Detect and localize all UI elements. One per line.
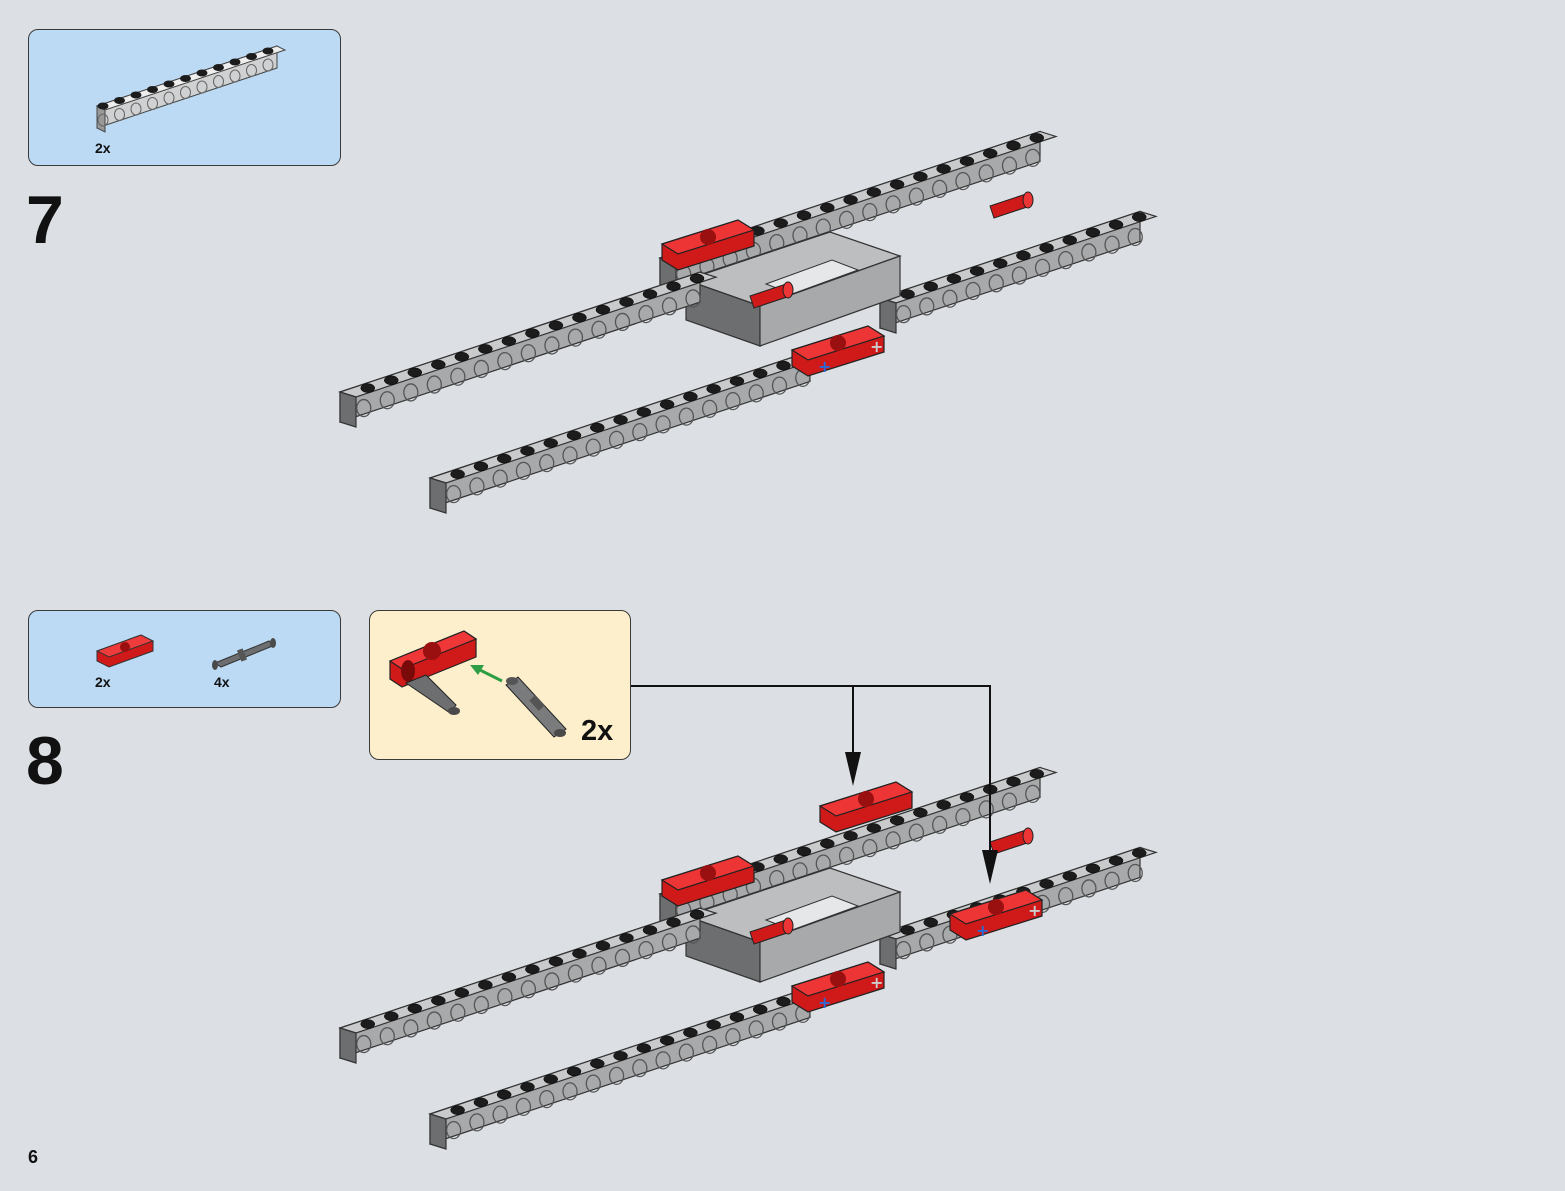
connector-red [660, 219, 756, 271]
red-pin [989, 191, 1034, 219]
connector-red [660, 855, 756, 907]
right-short-beam [878, 210, 1158, 334]
svg-text:+: + [870, 337, 883, 356]
upper-long-beam [658, 766, 1058, 930]
connector-red: ++ [948, 889, 1044, 941]
axle-pin-gray-icon [212, 638, 277, 670]
svg-text:+: + [1028, 901, 1041, 920]
red-pin [749, 281, 794, 309]
connector-red: ++ [790, 325, 886, 377]
beam-11-part-icon [95, 45, 287, 133]
svg-text:+: + [976, 921, 989, 940]
step-number-8: 8 [26, 723, 64, 799]
part-quantity-axle-pin: 4x [214, 674, 230, 690]
upper-long-beam [658, 130, 1058, 294]
svg-text:+: + [870, 973, 883, 992]
svg-text:+: + [818, 993, 831, 1012]
part-quantity-connector: 2x [95, 674, 111, 690]
subassembly-box: 2x [369, 610, 631, 760]
step-number-7: 7 [26, 182, 64, 258]
connector-with-pin [388, 630, 478, 715]
center-frame [684, 231, 902, 347]
green-insert-arrow [470, 665, 503, 683]
step-7-parts-box: 2x [28, 29, 341, 166]
connector-red-icon [95, 634, 155, 668]
left-long-beam [338, 907, 718, 1064]
red-pin [749, 917, 794, 945]
parts-icons [95, 634, 277, 670]
connector-red [818, 781, 914, 833]
loose-axle-pin [505, 676, 567, 738]
step-8-parts-box: 2x 4x [28, 610, 341, 708]
subassembly-quantity: 2x [581, 715, 614, 747]
front-long-beam [428, 986, 828, 1150]
svg-text:+: + [818, 357, 831, 376]
subassembly-illustration [388, 630, 567, 738]
left-long-beam [338, 271, 718, 428]
part-quantity: 2x [95, 140, 111, 156]
red-pin [989, 827, 1034, 855]
right-short-beam [878, 846, 1158, 970]
callout-arrows [631, 685, 998, 884]
page-number: 6 [28, 1147, 39, 1167]
front-long-beam [428, 350, 828, 514]
center-frame [684, 867, 902, 983]
connector-red: ++ [790, 961, 886, 1013]
